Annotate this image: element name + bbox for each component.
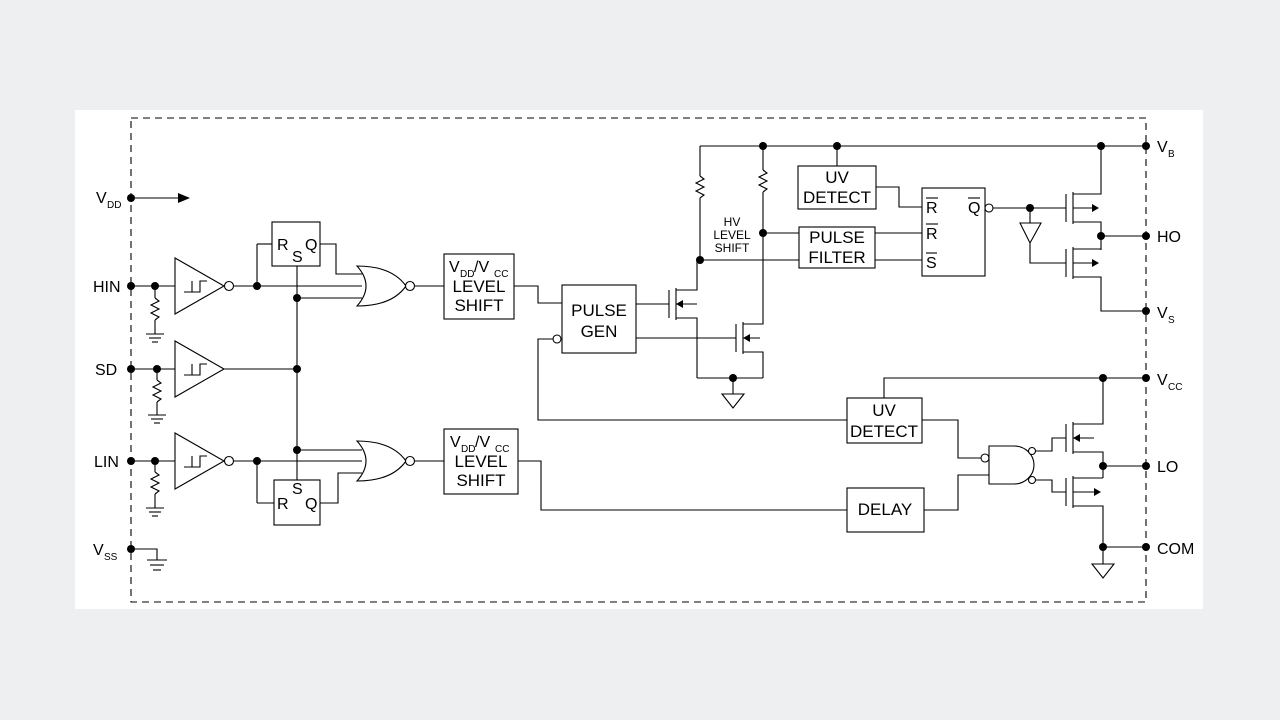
low-side-driver <box>1065 378 1150 579</box>
svg-text:LEVEL: LEVEL <box>453 277 506 296</box>
pin-lin: LIN <box>94 454 135 471</box>
svg-text:V: V <box>1157 305 1168 322</box>
svg-text:Q: Q <box>968 200 980 217</box>
svg-text:LIN: LIN <box>94 454 119 471</box>
svg-text:DD: DD <box>461 444 475 455</box>
svg-text:Q: Q <box>305 496 317 513</box>
pin-ho: HO <box>1157 229 1181 246</box>
nor-gate-top <box>355 265 444 307</box>
svg-text:SS: SS <box>104 552 118 563</box>
svg-text:UV: UV <box>825 168 849 187</box>
svg-text:/V: /V <box>474 259 489 276</box>
svg-text:SD: SD <box>95 362 117 379</box>
svg-text:CC: CC <box>494 269 508 280</box>
svg-text:V: V <box>450 434 461 451</box>
diagram-background <box>75 110 1203 609</box>
pin-vb: V B <box>1157 139 1175 160</box>
pin-com: COM <box>1157 541 1194 558</box>
svg-text:Q: Q <box>305 237 317 254</box>
pin-vss: V SS <box>93 542 167 571</box>
delay-block: DELAY <box>846 474 989 533</box>
svg-text:HIN: HIN <box>93 279 121 296</box>
svg-text:GEN: GEN <box>581 322 618 341</box>
level-shift-top: V DD /V CC LEVEL SHIFT <box>443 253 562 320</box>
lin-input-stage <box>131 432 272 517</box>
svg-text:V: V <box>96 190 107 207</box>
sd-input-stage <box>131 340 297 424</box>
hv-level-shift: HV LEVEL SHIFT <box>668 146 769 409</box>
svg-text:S: S <box>292 481 303 498</box>
svg-text:PULSE: PULSE <box>571 301 627 320</box>
svg-text:FILTER: FILTER <box>808 248 865 267</box>
svg-text:DD: DD <box>107 200 121 211</box>
svg-text:B: B <box>1168 149 1175 160</box>
high-side-driver <box>1019 146 1150 315</box>
svg-text:R: R <box>277 237 289 254</box>
pin-lo: LO <box>1157 459 1178 476</box>
svg-text:S: S <box>926 255 937 272</box>
svg-text:LO: LO <box>1157 459 1178 476</box>
svg-text:S: S <box>292 249 303 266</box>
vcc-rail <box>883 374 1150 398</box>
svg-text:V: V <box>93 542 104 559</box>
hin-input-stage <box>131 257 272 343</box>
and-gate-low <box>980 437 1066 493</box>
svg-text:SHIFT: SHIFT <box>454 296 503 315</box>
svg-text:R: R <box>926 200 938 217</box>
svg-text:S: S <box>1168 315 1175 326</box>
svg-text:UV: UV <box>872 401 896 420</box>
latch-bottom: S R Q <box>256 449 362 526</box>
uv-detect-bottom: UV DETECT <box>846 397 985 459</box>
pin-hin: HIN <box>93 279 135 296</box>
svg-text:CC: CC <box>1168 382 1182 393</box>
nor-gate-bottom <box>355 440 444 482</box>
svg-text:DETECT: DETECT <box>850 422 918 441</box>
latch-top: R S Q <box>256 221 362 299</box>
svg-text:V: V <box>1157 139 1168 156</box>
svg-text:HO: HO <box>1157 229 1181 246</box>
svg-text:COM: COM <box>1157 541 1194 558</box>
pulse-gen: PULSE GEN <box>537 284 847 421</box>
pin-sd: SD <box>95 362 135 379</box>
svg-text:/V: /V <box>475 434 490 451</box>
svg-text:DETECT: DETECT <box>803 188 871 207</box>
svg-text:V: V <box>449 259 460 276</box>
package-outline <box>130 117 1147 603</box>
svg-text:LEVEL: LEVEL <box>455 452 508 471</box>
svg-text:R: R <box>277 496 289 513</box>
pulse-filter: PULSE FILTER <box>700 226 922 269</box>
vb-rail <box>700 142 1150 166</box>
svg-text:DELAY: DELAY <box>858 500 913 519</box>
uv-detect-top: UV DETECT <box>797 165 922 210</box>
pin-vdd: V DD <box>96 190 190 211</box>
svg-text:SHIFT: SHIFT <box>715 241 750 255</box>
svg-text:PULSE: PULSE <box>809 228 865 247</box>
pin-vcc: V CC <box>1157 372 1182 393</box>
pin-vs: V S <box>1157 305 1175 326</box>
svg-text:R: R <box>926 226 938 243</box>
svg-text:SHIFT: SHIFT <box>456 471 505 490</box>
svg-text:CC: CC <box>495 444 509 455</box>
level-shift-bottom: V DD /V CC LEVEL SHIFT <box>443 428 847 511</box>
svg-text:V: V <box>1157 372 1168 389</box>
svg-text:LEVEL: LEVEL <box>713 228 751 242</box>
svg-text:DD: DD <box>460 269 474 280</box>
svg-text:HV: HV <box>724 215 741 229</box>
